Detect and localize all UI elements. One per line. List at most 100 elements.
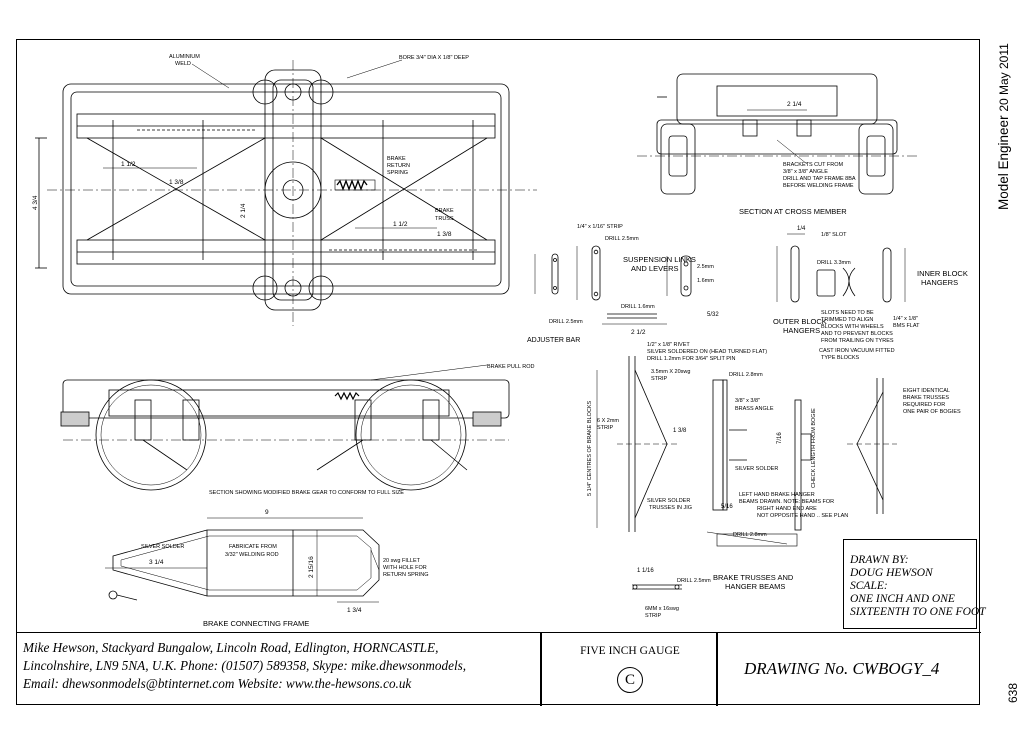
label-fillet-2: WITH HOLE FOR [383, 565, 427, 571]
gauge-badge: C [617, 667, 643, 693]
label-brake-return-2: RETURN [387, 163, 410, 169]
gauge-block: FIVE INCH GAUGE C [541, 632, 717, 706]
engineering-drawing: ALUMINIUM WELD BORE 3/4" DIA X 1/8" DEEP… [32, 54, 968, 628]
label-strip-20swg-2: STRIP [651, 376, 668, 382]
drawing-sheet: ALUMINIUM WELD BORE 3/4" DIA X 1/8" DEEP… [16, 39, 986, 706]
dim-1-6mm: 1.6mm [697, 278, 714, 284]
label-silver-solder-frame: SILVER SOLDER [141, 544, 184, 550]
label-cast-iron-1: CAST IRON VACUUM FITTED [819, 348, 895, 354]
cross-member-section [637, 73, 917, 195]
drawing-number-block: DRAWING No. CWBOGY_4 [717, 632, 981, 706]
label-brake-truss-1: BRAKE [435, 208, 454, 214]
bogie-plan-view [35, 59, 537, 326]
brake-connecting-frame [105, 517, 380, 603]
label-brackets-2: 3/8" x 3/8" ANGLE [783, 169, 828, 175]
label-outer-block-1: OUTER BLOCK [773, 317, 827, 326]
label-left-hand-3: RIGHT HAND END ARE [757, 506, 817, 512]
dim-1-half-b: 1 1/2 [393, 221, 408, 228]
label-inner-block-2: HANGERS [921, 278, 958, 287]
dim-1-3-8-a: 1 3/8 [169, 179, 184, 186]
label-brake-trusses-2: HANGER BEAMS [725, 582, 785, 591]
label-drill-2-8-b: DRILL 2.8mm [733, 532, 767, 538]
contact-line-address: Mike Hewson, Stackyard Bungalow, Lincoln… [23, 640, 439, 655]
dim-1-4: 1/4 [797, 226, 806, 232]
label-brackets-1: BRACKETS CUT FROM [783, 162, 844, 168]
label-section-brake-gear: SECTION SHOWING MODIFIED BRAKE GEAR TO C… [209, 490, 404, 496]
publication-date: 20 May 2011 [997, 43, 1011, 112]
label-fabricate-2: 3/32" WELDING ROD [225, 552, 279, 558]
label-brake-connecting-frame: BRAKE CONNECTING FRAME [203, 619, 309, 628]
label-bore: BORE 3/4" DIA X 1/8" DEEP [399, 55, 469, 61]
label-drill-2-5-b: DRILL 2.5mm [549, 319, 583, 325]
label-suspension-2: AND LEVERS [631, 264, 679, 273]
label-slots-2: TRIMMED TO ALIGN [821, 317, 873, 323]
dim-7-16: 7/16 [777, 432, 783, 444]
label-strip-6x2-2: STRIP [597, 425, 614, 431]
contact-line-email: Email: dhewsonmodels@btinternet.com Webs… [23, 676, 412, 691]
drawing-number: DRAWING No. CWBOGY_4 [744, 659, 940, 678]
label-drill-2-5: DRILL 2.5mm [605, 236, 639, 242]
scale-label: SCALE: [850, 580, 888, 592]
label-brake-trusses-1: BRAKE TRUSSES AND [713, 573, 794, 582]
label-weld: WELD [175, 61, 191, 67]
label-brake-return-3: SPRING [387, 170, 408, 176]
label-drill-2-5-c: DRILL 2.5mm [677, 578, 711, 584]
label-strip-20swg-1: 3.5mm X 20swg [651, 369, 690, 375]
drawn-by-box: DRAWN BY: DOUG HEWSON SCALE: ONE INCH AN… [843, 539, 986, 629]
label-bms-1: 1/4" x 1/8" [893, 316, 918, 322]
label-eight-identical-4: ONE PAIR OF BOGIES [903, 409, 961, 415]
drawn-by-name: DOUG HEWSON [850, 567, 933, 579]
publication-name: Model Engineer [996, 115, 1011, 210]
label-brake-return-1: BRAKE [387, 156, 406, 162]
bogie-side-elevation [60, 364, 510, 491]
label-slots-3: BLOCKS WITH WHEELS [821, 324, 884, 330]
label-eight-identical-1: EIGHT IDENTICAL [903, 388, 950, 394]
contact-line-phone: Lincolnshire, LN9 5NA, U.K. Phone: (0150… [23, 658, 467, 673]
label-brackets-3: DRILL AND TAP FRAME 8BA [783, 176, 856, 182]
dim-1-half-a: 1 1/2 [121, 161, 136, 168]
drawn-by-label: DRAWN BY: [850, 554, 909, 566]
suspension-links [534, 245, 692, 325]
label-slots-4: AND TO PREVENT BLOCKS [821, 331, 893, 337]
label-brake-truss-2: TRUSS [435, 216, 454, 222]
label-eight-identical-3: REQUIRED FOR [903, 402, 945, 408]
label-silver-solder-trusses-1: SILVER SOLDER [647, 498, 690, 504]
label-strip-6x2-1: 6 X 2mm [597, 418, 619, 424]
dim-2-15-16: 2 15/16 [308, 556, 315, 578]
label-rivet-2: SILVER SOLDERED ON (HEAD TURNED FLAT) [647, 349, 767, 355]
block-hangers [776, 233, 906, 303]
dim-5-32: 5/32 [707, 312, 719, 318]
label-strip: 1/4" x 1/16" STRIP [577, 224, 623, 230]
label-rivet-3: DRILL 1.2mm FOR 3/64" SPLIT PIN [647, 356, 735, 362]
dim-2-1-4-plan: 2 1/4 [240, 203, 247, 218]
label-silver-solder: SILVER SOLDER [735, 466, 778, 472]
label-brass-angle-2: BRASS ANGLE [735, 406, 774, 412]
contact-block: Mike Hewson, Stackyard Bungalow, Lincoln… [17, 632, 541, 706]
dim-3-1-4: 3 1/4 [149, 559, 164, 566]
label-outer-block-2: HANGERS [783, 326, 820, 335]
dim-9: 9 [265, 509, 269, 516]
dim-1-1-16: 1 1/16 [637, 568, 654, 574]
label-fillet-3: RETURN SPRING [383, 572, 429, 578]
label-slots-5: FROM TRAILING ON TYRES [821, 338, 894, 344]
label-left-hand-2: BEAMS DRAWN. NOTE: BEAMS FOR [739, 499, 834, 505]
label-silver-solder-trusses-2: TRUSSES IN JIG [649, 505, 692, 511]
scale-line-2: SIXTEENTH TO ONE FOOT [850, 606, 986, 618]
label-brackets-4: BEFORE WELDING FRAME [783, 183, 854, 189]
label-inner-block-1: INNER BLOCK [917, 269, 968, 278]
label-drill-2-8: DRILL 2.8mm [729, 372, 763, 378]
label-brass-angle-1: 3/8" x 3/8" [735, 398, 760, 404]
label-check-length: CHECK LENGTH FROM BOGIE [811, 408, 817, 488]
label-eight-identical-2: BRAKE TRUSSES [903, 395, 949, 401]
label-left-hand-4: NOT OPPOSITE HAND .. SEE PLAN [757, 513, 848, 519]
label-fillet-1: 20 swg FILLET [383, 558, 421, 564]
dim-1-3-8-b: 1 3/8 [437, 231, 452, 238]
dim-2-1-2: 2 1/2 [631, 329, 646, 336]
page-number: 638 [1006, 682, 1020, 703]
label-fabricate-1: FABRICATE FROM [229, 544, 277, 550]
dim-1-3-8-truss: 1 3/8 [673, 428, 687, 434]
label-aluminium: ALUMINIUM [169, 54, 200, 60]
label-rivet-1: 1/2" x 1/8" RIVET [647, 342, 690, 348]
dim-2-5mm: 2.5mm [697, 264, 714, 270]
dim-4-3-4: 4 3/4 [32, 195, 39, 210]
